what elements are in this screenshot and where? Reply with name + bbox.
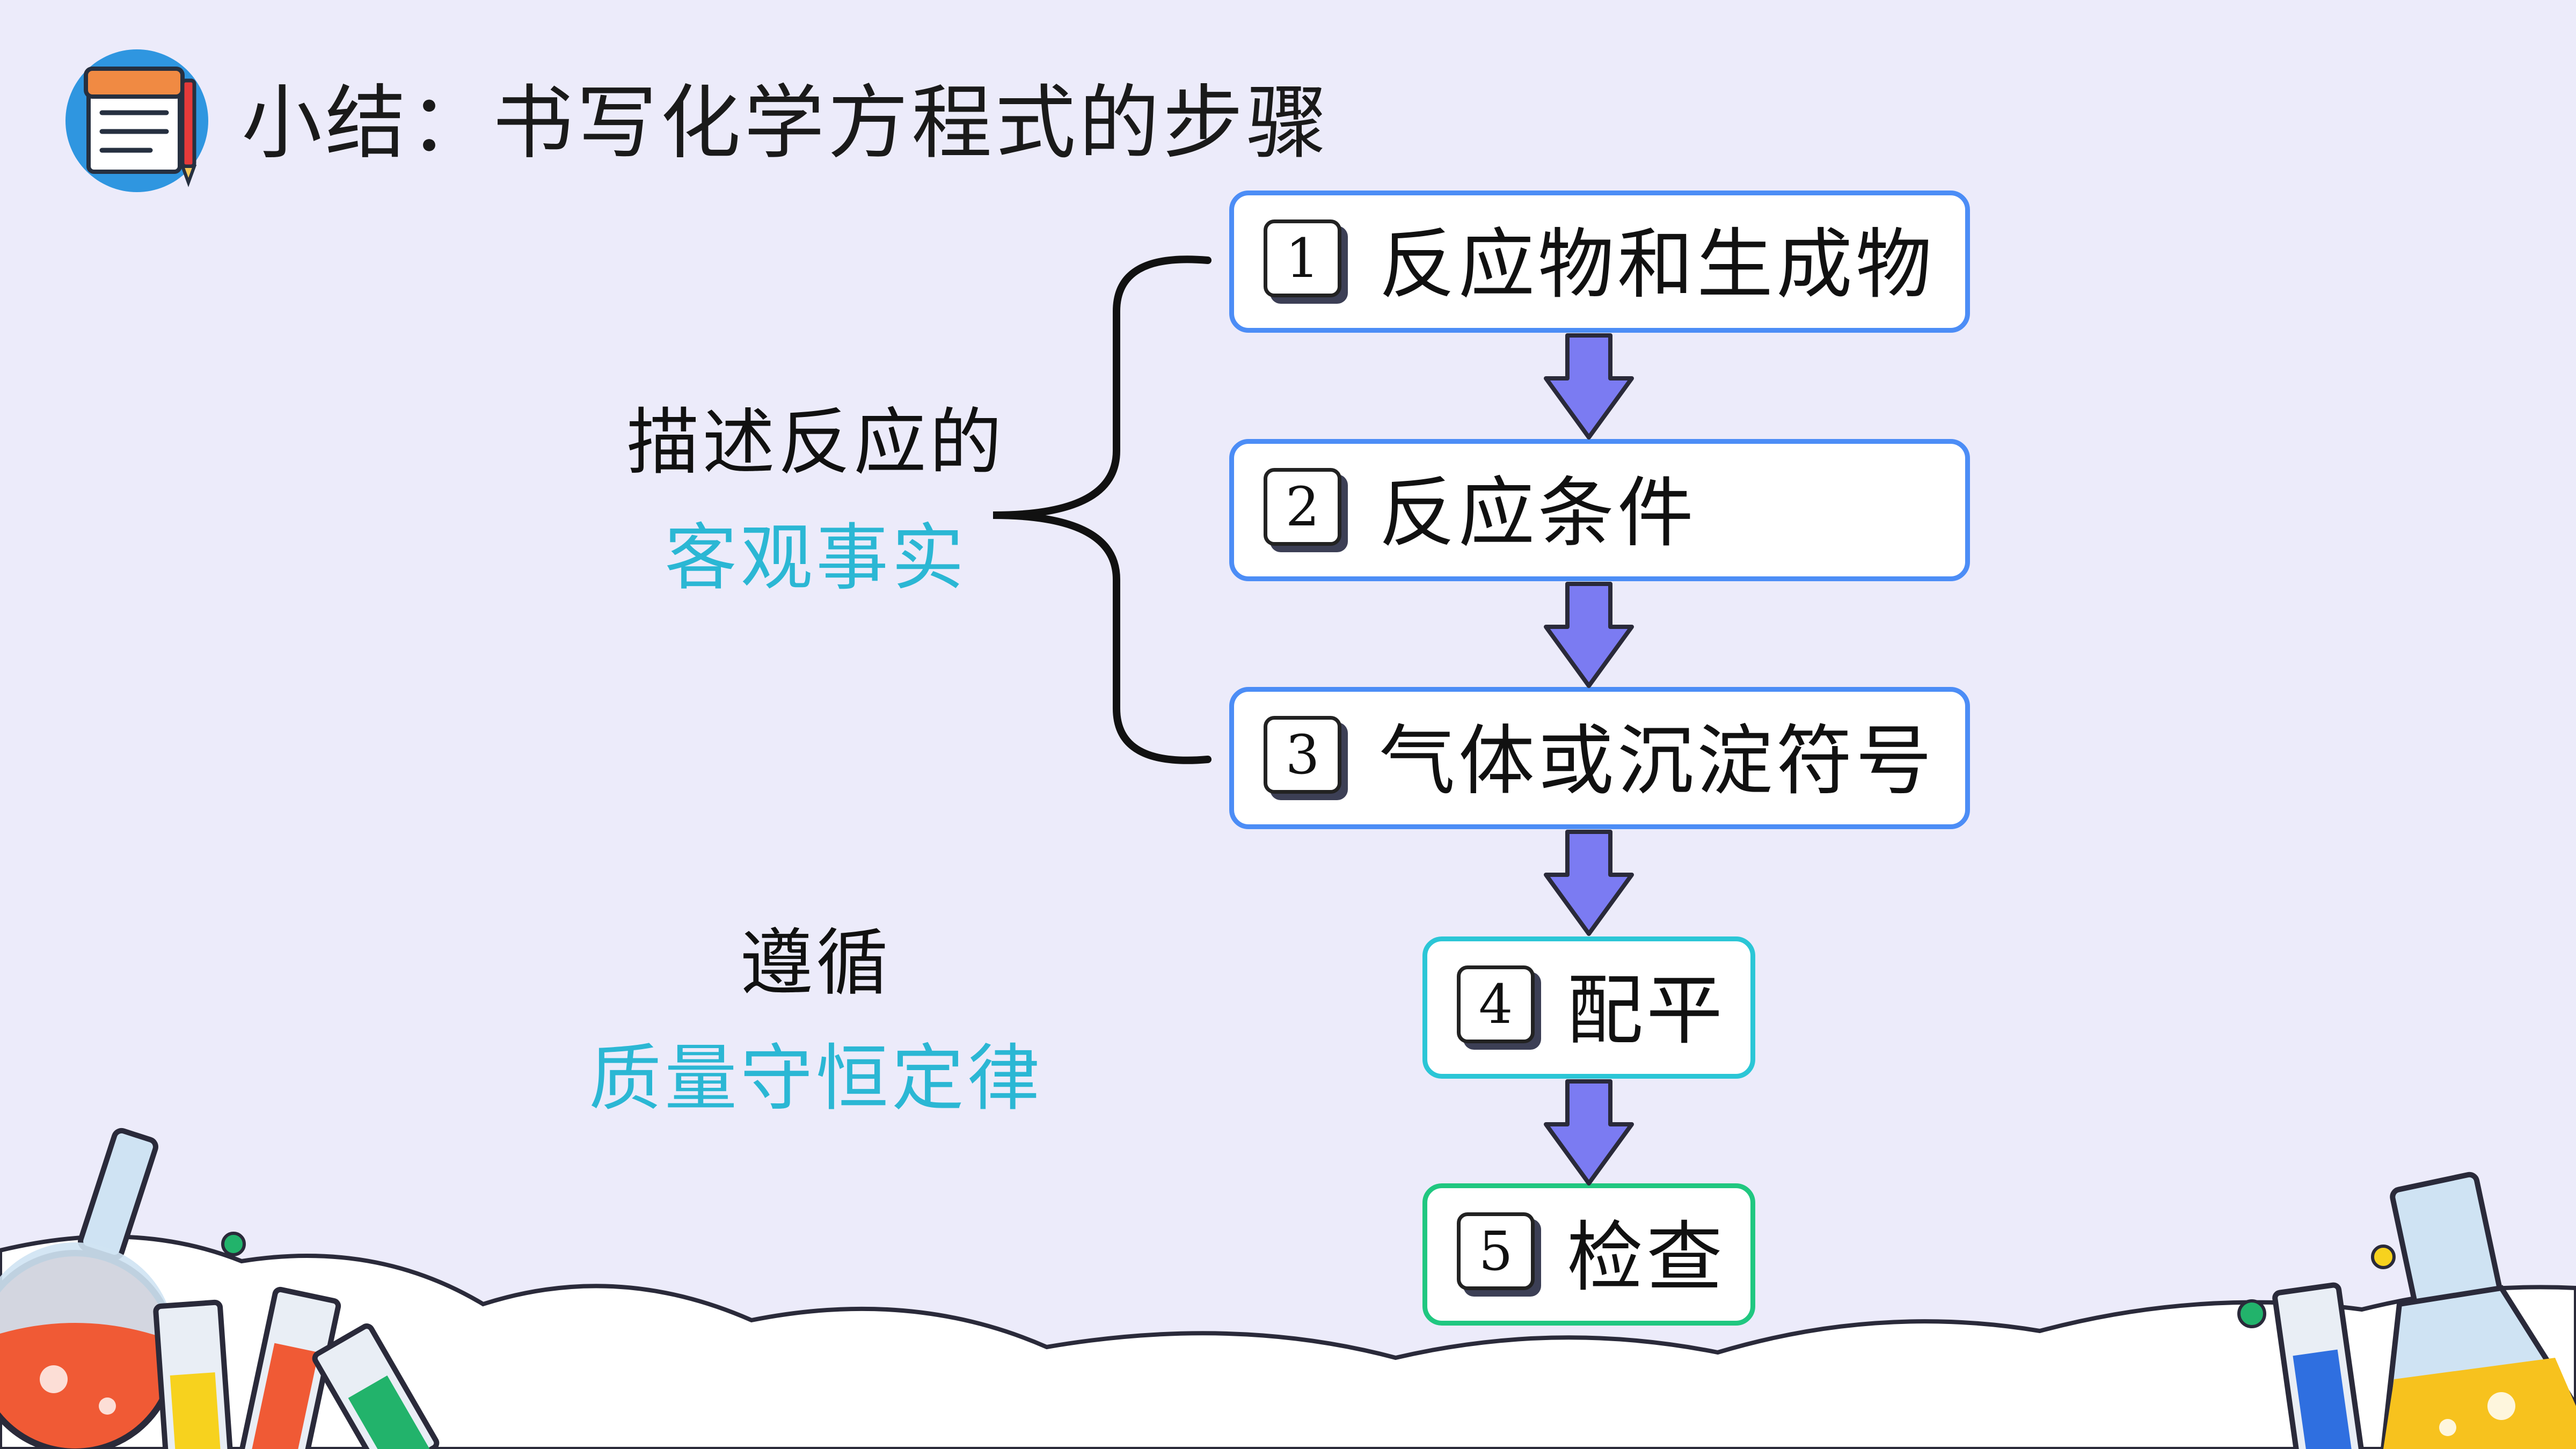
down-arrow-icon xyxy=(1544,333,1634,440)
step-box-1: 1 反应物和生成物 xyxy=(1229,191,1970,333)
brace-text-line1: 描述反应的 xyxy=(626,400,1005,485)
step-number-3: 3 xyxy=(1264,716,1341,794)
step-number-5: 5 xyxy=(1457,1212,1535,1290)
test-tube-icon xyxy=(2272,1282,2366,1449)
step-label-2: 反应条件 xyxy=(1379,469,1697,558)
page-title: 小结：书写化学方程式的步骤 xyxy=(242,77,1331,170)
step-box-5: 5 检查 xyxy=(1422,1183,1755,1326)
step-label-5: 检查 xyxy=(1567,1213,1726,1302)
step-number-4: 4 xyxy=(1457,965,1535,1043)
follow-text-line1: 遵循 xyxy=(740,921,892,1005)
follow-text-line2: 质量守恒定律 xyxy=(589,1036,1043,1121)
step-box-4: 4 配平 xyxy=(1422,936,1755,1079)
step-label-4: 配平 xyxy=(1567,967,1726,1055)
notepad-icon xyxy=(65,49,208,192)
bottom-decoration xyxy=(0,1128,2576,1449)
flask-icon xyxy=(2380,1172,2576,1449)
step-label-3: 气体或沉淀符号 xyxy=(1379,717,1935,806)
step-label-1: 反应物和生成物 xyxy=(1379,221,1935,309)
flask-icon xyxy=(0,1128,178,1449)
step-number-2: 2 xyxy=(1264,468,1341,546)
down-arrow-icon xyxy=(1544,1079,1634,1185)
down-arrow-icon xyxy=(1544,582,1634,688)
test-tube-icon xyxy=(153,1286,440,1449)
brace xyxy=(993,255,1212,764)
brace-text-line2: 客观事实 xyxy=(665,516,967,600)
step-box-2: 2 反应条件 xyxy=(1229,439,1970,581)
step-number-1: 1 xyxy=(1264,219,1341,297)
step-box-3: 3 气体或沉淀符号 xyxy=(1229,687,1970,829)
down-arrow-icon xyxy=(1544,830,1634,936)
